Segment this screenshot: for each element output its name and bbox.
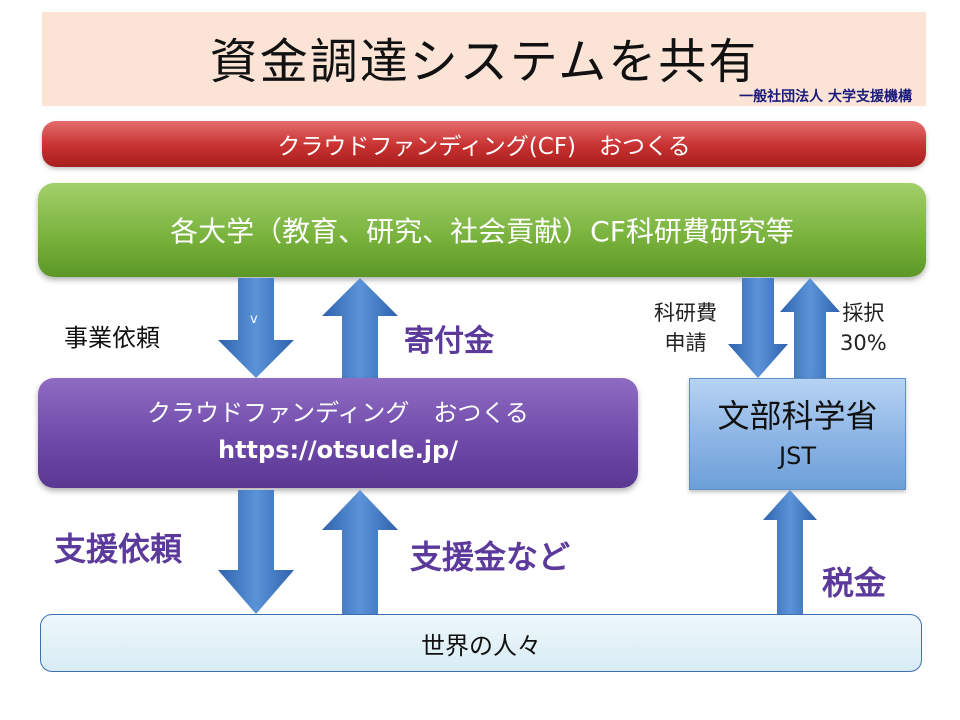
people-of-world-box: 世界の人々	[40, 614, 922, 672]
organization-name: 一般社団法人 大学支援機構	[739, 89, 912, 105]
platform-url: https://otsucle.jp/	[218, 436, 458, 464]
title-banner: 資金調達システムを共有 一般社団法人 大学支援機構	[42, 12, 926, 106]
label-support-money: 支援金など	[410, 538, 571, 576]
label-kakenhi-line2: 申請	[664, 331, 707, 355]
arrow-up-tax	[763, 490, 817, 614]
arrow-up-adoption	[780, 278, 840, 378]
label-kakenhi: 科研費 申請	[654, 298, 717, 358]
arrow-down-business-request	[218, 278, 294, 378]
label-tax: 税金	[822, 564, 887, 602]
v-mark: v	[250, 312, 258, 327]
label-kakenhi-line1: 科研費	[654, 301, 717, 325]
arrow-up-donation	[322, 278, 398, 378]
label-business-request: 事業依頼	[64, 324, 160, 352]
ministry-name: 文部科学省	[717, 397, 878, 435]
label-donation: 寄付金	[404, 324, 494, 359]
arrow-down-kakenhi	[728, 278, 788, 378]
ministry-box: 文部科学省 JST	[689, 378, 906, 490]
label-adoption-line1: 採択	[842, 301, 885, 325]
universities-box: 各大学（教育、研究、社会貢献）CF科研費研究等	[38, 183, 926, 277]
crowdfunding-banner: クラウドファンディング(CF) おつくる	[42, 121, 926, 167]
arrow-up-support-money	[322, 490, 398, 614]
platform-name: クラウドファンディング おつくる	[147, 399, 529, 427]
label-support-request: 支援依頼	[54, 530, 183, 568]
page-title: 資金調達システムを共有	[209, 34, 759, 90]
arrow-down-support-request	[218, 490, 294, 614]
label-adoption: 採択 30%	[840, 298, 887, 358]
jst-name: JST	[779, 442, 816, 470]
otsucle-platform-box: クラウドファンディング おつくる https://otsucle.jp/	[38, 378, 638, 488]
label-adoption-line2: 30%	[840, 331, 887, 355]
